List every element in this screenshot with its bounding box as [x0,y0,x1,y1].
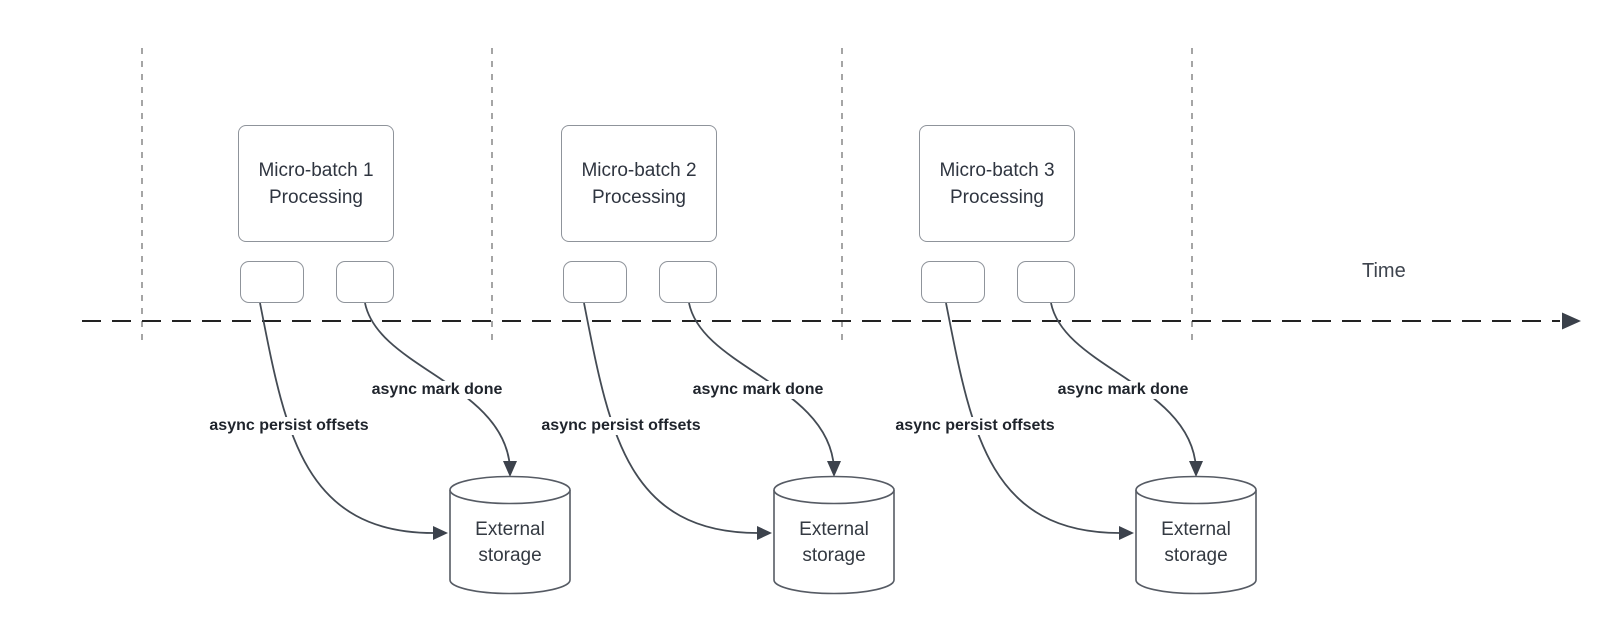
batch-1-storage-line1: External [475,519,545,540]
batch-2-storage-line1: External [799,519,869,540]
micro-batch-3-subtitle: Processing [950,186,1044,208]
batch-1-mark-done-label: async mark done [368,381,506,399]
micro-batch-3-processing-box: Micro-batch 3 Processing [919,125,1075,242]
batch-3-arrows [945,302,1197,534]
batch-2-done-arrow [688,302,835,469]
batch-1-task-box-left [240,261,304,303]
micro-batch-2-subtitle: Processing [592,186,686,208]
micro-batch-1-title: Micro-batch 1 [258,159,374,181]
batch-3-task-box-right [1017,261,1075,303]
storage-cylinder-2-top [773,475,895,505]
storage-cylinder-3-top [1135,475,1257,505]
storage-cylinder-1-body [449,490,571,595]
batch-1-external-storage-label: External storage [450,517,570,569]
micro-batch-1-processing-box: Micro-batch 1 Processing [238,125,394,242]
micro-batch-1-subtitle: Processing [269,186,363,208]
batch-3-persist-arrow [945,302,1121,534]
batch-3-mark-done-label: async mark done [1054,381,1192,399]
storage-cylinder-3-body [1135,490,1257,595]
micro-batch-2-processing-box: Micro-batch 2 Processing [561,125,717,242]
timeline-gridlines [141,48,1193,345]
micro-batch-2-title: Micro-batch 2 [581,159,697,181]
batch-1-storage-line2: storage [478,545,542,566]
batch-3-storage-line2: storage [1164,545,1228,566]
batch-2-persist-arrow [583,302,759,534]
storage-cylinders [449,475,1257,595]
storage-cylinder-1-top [449,475,571,505]
batch-2-mark-done-label: async mark done [689,381,827,399]
batch-1-persist-arrow [259,302,435,534]
batch-1-persist-offsets-label: async persist offsets [206,417,372,435]
batch-1-persist-arrowhead-icon [433,526,448,540]
batch-3-external-storage-label: External storage [1136,517,1256,569]
time-axis-label: Time [1362,260,1406,282]
time-axis [82,312,1581,330]
batch-2-external-storage-label: External storage [774,517,894,569]
batch-1-task-box-right [336,261,394,303]
batch-2-persist-offsets-label: async persist offsets [538,417,704,435]
micro-batch-3-title: Micro-batch 3 [939,159,1055,181]
batch-2-task-box-left [563,261,627,303]
batch-1-arrows [259,302,511,534]
batch-3-done-arrow [1050,302,1197,469]
batch-3-persist-offsets-label: async persist offsets [892,417,1058,435]
batch-1-done-arrowhead-icon [503,461,517,477]
storage-cylinder-2-body [773,490,895,595]
batch-2-persist-arrowhead-icon [757,526,772,540]
batch-3-task-box-left [921,261,985,303]
batch-2-task-box-right [659,261,717,303]
batch-3-persist-arrowhead-icon [1119,526,1134,540]
batch-1-done-arrow [364,302,511,469]
batch-2-storage-line2: storage [802,545,866,566]
time-axis-arrowhead-icon [1562,312,1581,330]
batch-3-done-arrowhead-icon [1189,461,1203,477]
batch-3-storage-line1: External [1161,519,1231,540]
batch-2-arrows [583,302,835,534]
batch-2-done-arrowhead-icon [827,461,841,477]
